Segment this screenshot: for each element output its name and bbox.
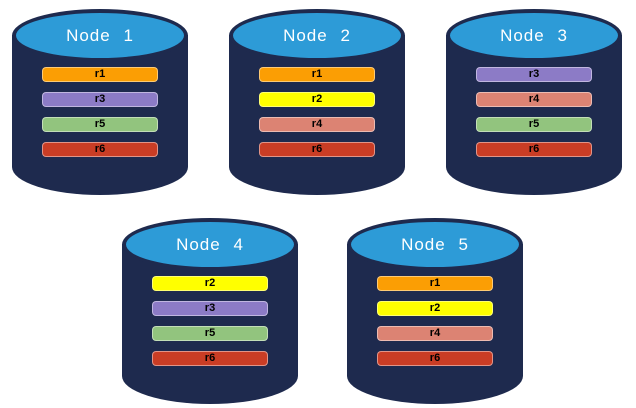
node-title: Node 2 xyxy=(283,25,351,45)
partition-bar: r2 xyxy=(377,301,493,316)
cylinder-top: Node 5 xyxy=(347,218,523,271)
node-title: Node 3 xyxy=(500,25,568,45)
partition-bar: r5 xyxy=(152,326,268,341)
partition-list: r1 r3 r5 r6 xyxy=(12,67,188,157)
node-title: Node 1 xyxy=(66,25,134,45)
node-1: Node 1 r1 r3 r5 r6 xyxy=(12,9,188,195)
node-5: Node 5 r1 r2 r4 r6 xyxy=(347,218,523,404)
partition-bar: r6 xyxy=(152,351,268,366)
partition-bar: r3 xyxy=(152,301,268,316)
node-2: Node 2 r1 r2 r4 r6 xyxy=(229,9,405,195)
cylinder-top: Node 4 xyxy=(122,218,298,271)
partition-bar: r6 xyxy=(377,351,493,366)
node-4: Node 4 r2 r3 r5 r6 xyxy=(122,218,298,404)
partition-bar: r6 xyxy=(42,142,158,157)
partition-bar: r1 xyxy=(377,276,493,291)
partition-list: r1 r2 r4 r6 xyxy=(347,276,523,366)
partition-bar: r6 xyxy=(476,142,592,157)
partition-bar: r3 xyxy=(476,67,592,82)
cylinder-top: Node 2 xyxy=(229,9,405,62)
partition-list: r1 r2 r4 r6 xyxy=(229,67,405,157)
node-title: Node 4 xyxy=(176,234,244,254)
partition-bar: r2 xyxy=(259,92,375,107)
partition-bar: r4 xyxy=(377,326,493,341)
partition-bar: r4 xyxy=(259,117,375,132)
partition-list: r2 r3 r5 r6 xyxy=(122,276,298,366)
partition-list: r3 r4 r5 r6 xyxy=(446,67,622,157)
partition-bar: r2 xyxy=(152,276,268,291)
node-title: Node 5 xyxy=(401,234,469,254)
partition-bar: r5 xyxy=(42,117,158,132)
partition-bar: r1 xyxy=(42,67,158,82)
partition-bar: r1 xyxy=(259,67,375,82)
cylinder-top: Node 3 xyxy=(446,9,622,62)
partition-bar: r5 xyxy=(476,117,592,132)
partition-bar: r6 xyxy=(259,142,375,157)
partition-bar: r3 xyxy=(42,92,158,107)
node-3: Node 3 r3 r4 r5 r6 xyxy=(446,9,622,195)
partition-bar: r4 xyxy=(476,92,592,107)
cylinder-top: Node 1 xyxy=(12,9,188,62)
